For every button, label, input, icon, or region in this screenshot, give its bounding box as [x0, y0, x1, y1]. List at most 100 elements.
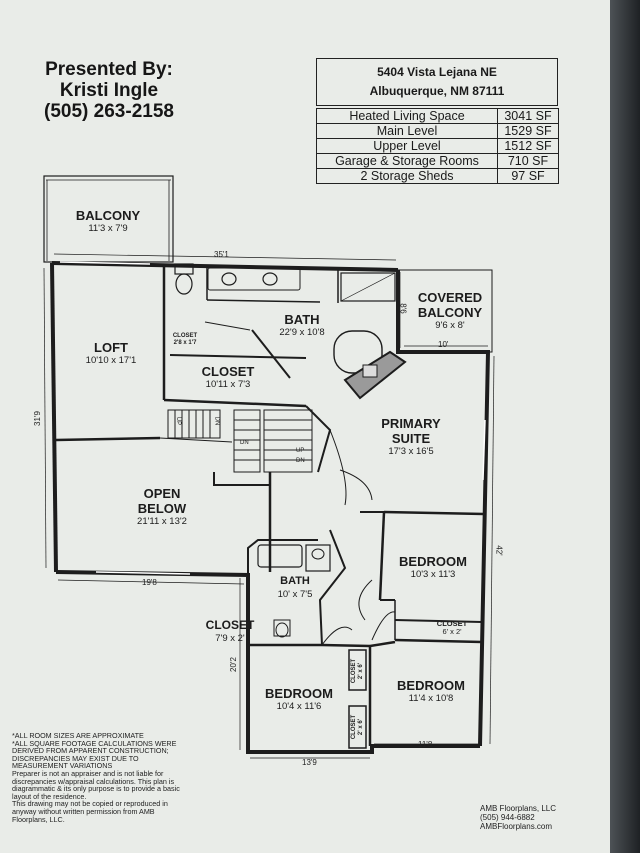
room-name: CLOSET [436, 619, 468, 628]
room-name: BEDROOM [397, 678, 465, 693]
stair-down-label: DN [296, 458, 305, 464]
room-dims: 9'6 x 8' [435, 320, 465, 331]
dimension-balcony-bottom: 10' [438, 340, 449, 349]
note-line: anyway without written permission from A… [12, 806, 155, 816]
room-name: CLOSET [351, 714, 357, 740]
stair-up-label: UP [175, 416, 182, 426]
stair-down-label: DN [240, 440, 249, 446]
room-closet-main: CLOSET 10'11 x 7'3 [186, 364, 270, 390]
room-dims: 7'9 x 2' [215, 633, 245, 644]
credit-website: AMBFloorplans.com [480, 822, 553, 831]
dimension-right: 42' [494, 545, 504, 556]
room-name: BATH [284, 312, 320, 327]
room-name: BEDROOM [265, 686, 333, 701]
room-dims: 22'9 x 10'8 [279, 327, 325, 338]
room-name: BELOW [137, 501, 187, 516]
note-line: This drawing may not be copied or reprod… [12, 799, 168, 809]
stair-down-label: DN [213, 416, 220, 426]
note-line: discrepancies w/appraisal calculations. … [12, 776, 175, 786]
room-dims: 11'4 x 10'8 [408, 693, 454, 704]
room-dims: 11'3 x 7'9 [88, 223, 128, 234]
note-line: DERIVED FROM APPARENT CONSTRUCTION; [12, 746, 169, 756]
room-bath-2: BATH 10' x 7'5 [266, 574, 324, 600]
floorplan-drawing [43, 175, 495, 759]
room-balcony: BALCONY 11'3 x 7'9 [62, 208, 154, 234]
room-name: BALCONY [417, 305, 483, 320]
room-name: BATH [280, 575, 310, 587]
dimension-bottom-right: 11'8 [418, 740, 433, 749]
note-line: Floorplans, LLC. [12, 814, 65, 824]
room-dims: 10'3 x 11'3 [410, 569, 456, 580]
area-value: 97 SF [497, 168, 559, 184]
room-loft: LOFT 10'10 x 17'1 [66, 340, 156, 366]
dimension-bottom-left: 13'9 [302, 758, 317, 767]
credit: AMB Floorplans, LLC (505) 944-6882 AMBFl… [480, 804, 556, 831]
credit-phone: (505) 944-6882 [480, 813, 535, 822]
room-dims: 2' x 6' [358, 718, 364, 736]
area-value: 1512 SF [497, 138, 559, 154]
presenter-name: Kristi Ingle [59, 80, 159, 101]
address-line-2: Albuquerque, NM 87111 [369, 84, 505, 98]
note-line: MEASUREMENT VARIATIONS [12, 761, 113, 771]
room-bath-main: BATH 22'9 x 10'8 [262, 312, 342, 338]
dimension-balcony-side: 8'6 [398, 303, 408, 314]
address-line-1: 5404 Vista Lejana NE [377, 65, 497, 79]
address-box: 5404 Vista Lejana NE Albuquerque, NM 871… [316, 58, 558, 106]
room-dims: 2'8 x 1'7 [173, 340, 197, 346]
room-dims: 10'4 x 11'6 [276, 701, 322, 712]
note-line: DISCREPANCIES MAY EXIST DUE TO [12, 753, 139, 763]
room-name: CLOSET [205, 618, 255, 632]
dimension-left: 31'9 [32, 411, 42, 426]
room-open-below: OPEN BELOW 21'11 x 13'2 [112, 486, 212, 527]
room-bedroom-3: BEDROOM 10'4 x 11'6 [256, 686, 342, 712]
dimension-mid-left: 19'8 [142, 578, 157, 587]
room-closet-d: CLOSET 2' x 6' [351, 707, 365, 747]
room-bedroom-1: BEDROOM 10'3 x 11'3 [390, 554, 476, 580]
room-name: SUITE [391, 431, 431, 446]
area-value: 1529 SF [497, 123, 559, 139]
dimension-top: 35'1 [214, 250, 229, 259]
room-primary-suite: PRIMARY SUITE 17'3 x 16'5 [366, 416, 456, 457]
room-name: COVERED [417, 290, 483, 305]
note-line: *ALL ROOM SIZES ARE APPROXIMATE [12, 731, 144, 740]
note-line: *ALL SQUARE FOOTAGE CALCULATIONS WERE [12, 738, 177, 748]
exterior-wall [51, 261, 399, 272]
room-name: BEDROOM [399, 554, 467, 569]
room-dims: 21'11 x 13'2 [137, 516, 187, 527]
room-closet-b: CLOSET 6' x 2' [430, 620, 474, 636]
credit-company: AMB Floorplans, LLC [480, 804, 557, 813]
dimension-lower-left: 20'2 [228, 657, 238, 672]
room-dims: 2' x 6' [358, 662, 364, 680]
room-dims: 10' x 7'5 [277, 589, 313, 600]
note-line: layout of the residence. [12, 791, 87, 801]
room-name: BALCONY [75, 208, 141, 223]
note-line: Preparer is not an appraiser and is not … [12, 768, 164, 778]
note-line: diagrammatic & its only purpose is to pr… [12, 784, 180, 794]
room-closet-small: CLOSET 2'8 x 1'7 [168, 333, 202, 347]
area-value: 710 SF [497, 153, 559, 169]
room-closet-c: CLOSET 2' x 6' [351, 651, 365, 691]
room-dims: 6' x 2' [442, 627, 462, 636]
room-dims: 10'11 x 7'3 [205, 379, 251, 390]
room-dims: 17'3 x 16'5 [388, 446, 434, 457]
room-dims: 10'10 x 17'1 [85, 355, 137, 366]
presenter-phone: (505) 263-2158 [44, 101, 174, 122]
room-covered-balcony: COVERED BALCONY 9'6 x 8' [406, 290, 494, 331]
room-name: OPEN [143, 486, 181, 501]
room-name: PRIMARY [381, 416, 441, 431]
room-name: LOFT [94, 340, 128, 355]
balcony-outline [43, 175, 174, 263]
stair-up-label: UP [296, 448, 305, 454]
disclaimer-notes: *ALL ROOM SIZES ARE APPROXIMATE *ALL SQU… [12, 732, 242, 823]
room-name: CLOSET [351, 658, 357, 684]
monitor-bezel [610, 0, 640, 853]
room-name: CLOSET [201, 364, 255, 379]
room-bedroom-2: BEDROOM 11'4 x 10'8 [388, 678, 474, 704]
presenter-title: Presented By: [45, 59, 173, 80]
room-name: CLOSET [172, 333, 198, 339]
room-closet-a: CLOSET 7'9 x 2' [190, 618, 270, 644]
area-label: Garage & Storage Rooms [316, 153, 498, 169]
